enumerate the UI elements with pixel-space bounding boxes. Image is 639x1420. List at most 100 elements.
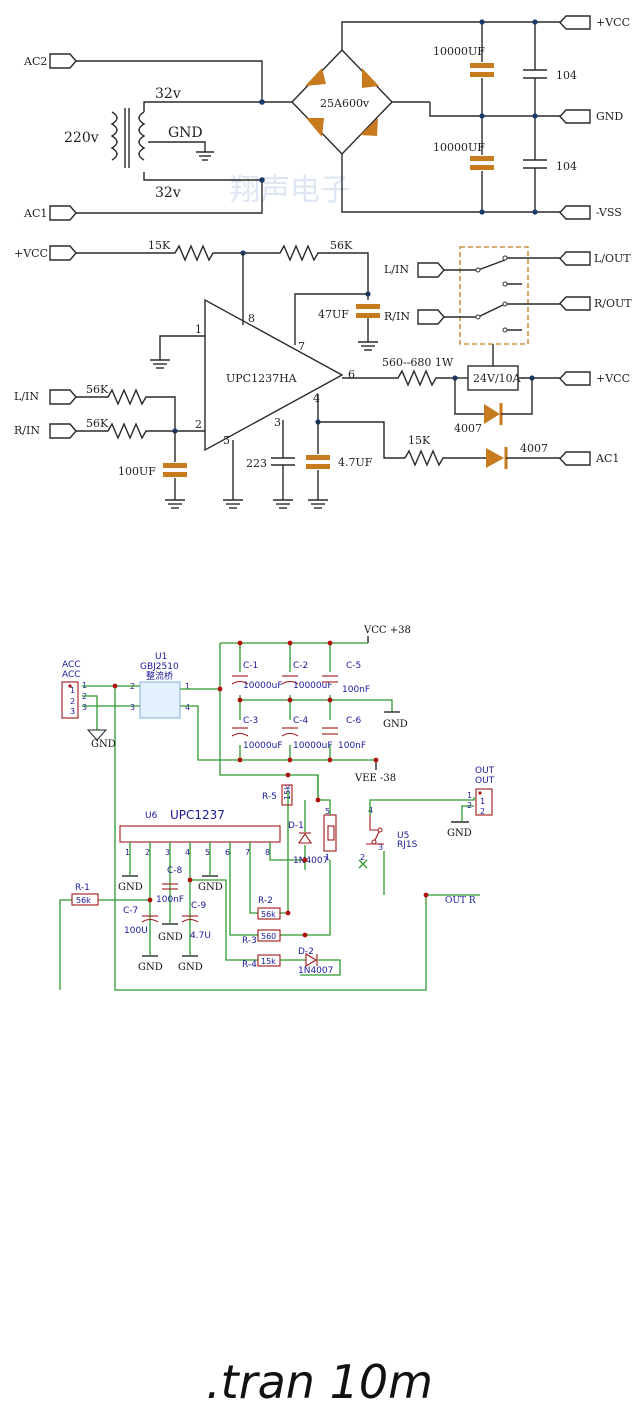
svg-text:D-1: D-1: [288, 821, 304, 831]
svg-text:C-4: C-4: [293, 716, 309, 726]
svg-text:10000uF: 10000uF: [293, 741, 333, 751]
port-r-out: R/OUT: [559, 296, 632, 311]
svg-text:1N4007: 1N4007: [293, 856, 328, 866]
svg-text:56K: 56K: [86, 417, 109, 430]
svg-text:RJ1S: RJ1S: [397, 840, 418, 850]
supply-caps: 10000UF 10000UF 104 104: [429, 19, 577, 215]
svg-text:C-3: C-3: [243, 716, 258, 726]
svg-text:C-6: C-6: [346, 716, 362, 726]
svg-text:ACC: ACC: [62, 670, 81, 680]
svg-text:GND: GND: [596, 110, 623, 123]
svg-text:1: 1: [467, 791, 472, 800]
svg-text:D-2: D-2: [298, 947, 314, 957]
port-ac2: AC2: [23, 53, 77, 69]
svg-text:47UF: 47UF: [318, 308, 349, 321]
resistor-r1: R-1 56k: [71, 883, 99, 906]
svg-text:10000uF: 10000uF: [243, 741, 283, 751]
svg-text:-VSS: -VSS: [596, 206, 622, 219]
svg-text:L/OUT: L/OUT: [594, 252, 631, 265]
relay-u5: 5 1 4 2 3 U5 RJ1S: [323, 806, 418, 869]
relay-coil: 24V/10A: [467, 365, 522, 391]
svg-text:15K: 15K: [148, 239, 171, 252]
svg-text:2: 2: [70, 697, 75, 706]
connector-acc: ACC ACC 1 2 3 1 2 3: [61, 660, 87, 719]
svg-text:100nF: 100nF: [156, 895, 184, 905]
svg-text:C-9: C-9: [191, 901, 207, 911]
svg-text:GND: GND: [158, 932, 183, 943]
svg-text:4: 4: [313, 392, 320, 405]
svg-text:8: 8: [265, 848, 270, 857]
svg-text:GND: GND: [198, 882, 223, 893]
svg-text:GND: GND: [178, 962, 203, 973]
watermark: 翔声电子: [230, 173, 350, 208]
svg-text:AC1: AC1: [595, 452, 619, 465]
diode-d1: D-1 1N4007: [288, 800, 328, 870]
svg-text:C-2: C-2: [293, 661, 308, 671]
resistor-r4: R-4 15k: [242, 954, 281, 970]
cap-c1: C-1 10000uF: [231, 661, 283, 691]
svg-text:10000UF: 10000UF: [433, 141, 485, 154]
svg-text:3: 3: [130, 703, 135, 712]
svg-text:OUT: OUT: [475, 776, 495, 786]
top-schematic: 翔声电子 AC2 AC1 +VCC GND -VSS 220v: [14, 15, 632, 509]
svg-text:GND: GND: [118, 882, 143, 893]
bottom-schematic: VCC +38 VEE -38 ACC ACC 1 2 3 1 2 3 U1 G…: [59, 625, 495, 991]
svg-text:5: 5: [205, 848, 210, 857]
port-gnd-supply: GND: [559, 109, 623, 124]
svg-text:7: 7: [298, 340, 305, 353]
svg-text:3: 3: [70, 707, 75, 716]
svg-text:1: 1: [125, 848, 130, 857]
svg-text:4: 4: [185, 703, 190, 712]
svg-text:R/IN: R/IN: [384, 310, 410, 323]
svg-text:3: 3: [378, 843, 383, 852]
bridge-u1: U1 GBJ2510 整流桥 2 1 3 4: [130, 652, 190, 719]
svg-text:UPC1237HA: UPC1237HA: [226, 372, 298, 385]
svg-text:223: 223: [246, 457, 267, 470]
svg-text:56K: 56K: [86, 383, 109, 396]
svg-text:56k: 56k: [261, 910, 276, 919]
port-vss: -VSS: [559, 205, 622, 220]
svg-text:32v: 32v: [155, 86, 181, 102]
svg-text:5: 5: [223, 434, 230, 447]
svg-text:R-4: R-4: [242, 960, 257, 970]
svg-text:R-1: R-1: [75, 883, 90, 893]
transformer: 220v 32v 32v GND: [64, 86, 262, 201]
svg-text:3: 3: [165, 848, 170, 857]
port-l-in-sw: L/IN: [384, 262, 445, 278]
svg-text:100U: 100U: [124, 926, 148, 936]
junctions: [112, 640, 429, 938]
svg-text:220v: 220v: [64, 130, 99, 146]
svg-text:100UF: 100UF: [118, 465, 156, 478]
label-vee: VEE -38: [354, 773, 396, 784]
svg-text:+VCC: +VCC: [596, 16, 630, 29]
svg-text:GND: GND: [168, 125, 203, 141]
svg-text:U5: U5: [397, 831, 409, 841]
svg-text:6: 6: [225, 848, 230, 857]
port-r-in: R/IN: [14, 423, 77, 439]
svg-text:R/OUT: R/OUT: [594, 297, 632, 310]
svg-text:GND: GND: [91, 739, 116, 750]
svg-text:4007: 4007: [454, 422, 482, 435]
svg-text:GBJ2510: GBJ2510: [140, 662, 179, 672]
svg-text:GND: GND: [383, 719, 408, 730]
svg-text:10000UF: 10000UF: [433, 45, 485, 58]
svg-text:15k: 15k: [261, 957, 276, 966]
svg-text:C-5: C-5: [346, 661, 361, 671]
svg-text:4.7UF: 4.7UF: [338, 456, 373, 469]
cap-c6: C-6 100nF: [322, 716, 366, 751]
resistor-r3: R-3 560: [242, 929, 281, 946]
svg-text:2: 2: [145, 848, 150, 857]
svg-text:AC2: AC2: [23, 55, 47, 68]
ic-u6: U6 UPC1237 1 2 3 4 5 6 7 8: [119, 808, 281, 857]
svg-text:56k: 56k: [76, 896, 91, 905]
port-ac1-bottom: AC1: [559, 451, 619, 466]
svg-text:4: 4: [185, 848, 190, 857]
svg-text:1: 1: [325, 853, 330, 862]
svg-text:560--680 1W: 560--680 1W: [382, 356, 454, 369]
port-vcc-relay: +VCC: [559, 371, 630, 386]
svg-text:GND: GND: [447, 828, 472, 839]
svg-text:15k: 15k: [283, 785, 292, 800]
label-vcc: VCC +38: [363, 625, 411, 636]
port-vcc-supply: +VCC: [559, 15, 630, 30]
relay-contacts: [444, 246, 560, 345]
